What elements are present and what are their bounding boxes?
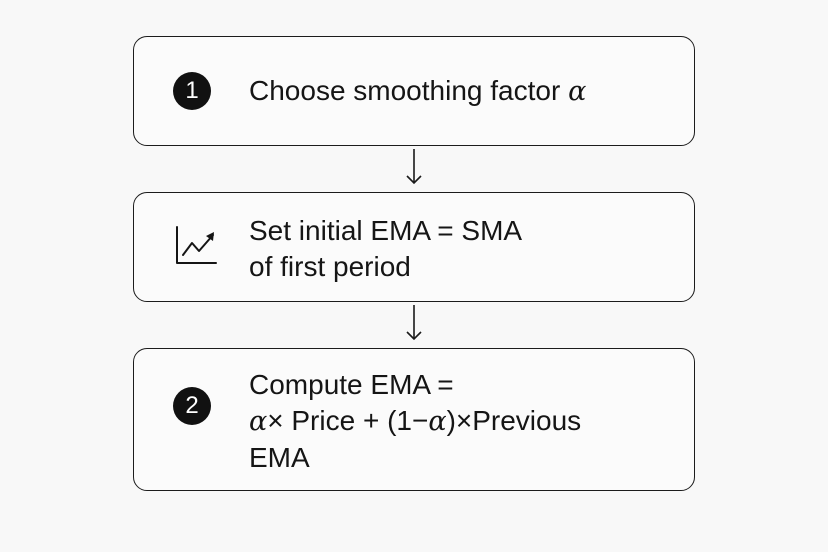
alpha-symbol: α bbox=[568, 76, 587, 107]
alpha-symbol: α bbox=[428, 406, 447, 437]
step-3-text: Compute EMA = α× Price + (1−α)×Previous … bbox=[249, 367, 674, 476]
step-1-label: Choose smoothing factor bbox=[249, 75, 569, 106]
step-3-line-1: Compute EMA = bbox=[249, 369, 454, 400]
step-number-badge: 1 bbox=[173, 72, 211, 110]
step-1-text: Choose smoothing factor α bbox=[249, 73, 674, 110]
step-3-formula: α× Price + (1−α)×Previous bbox=[249, 403, 674, 440]
arrow-down-icon bbox=[406, 305, 422, 341]
step-3-box: 2 Compute EMA = α× Price + (1−α)×Previou… bbox=[133, 348, 695, 491]
alpha-symbol: α bbox=[249, 406, 268, 437]
trending-up-chart-icon bbox=[176, 226, 217, 264]
step-number-badge: 2 bbox=[173, 387, 211, 425]
step-2-text: Set initial EMA = SMA of first period bbox=[249, 213, 674, 285]
step-2-box: Set initial EMA = SMA of first period bbox=[133, 192, 695, 302]
arrow-down-icon bbox=[406, 149, 422, 185]
formula-part-b: )×Previous bbox=[446, 405, 582, 436]
step-3-line-3: EMA bbox=[249, 442, 310, 473]
step-2-line-1: Set initial EMA = SMA bbox=[249, 215, 523, 246]
formula-part-a: × Price + (1− bbox=[267, 405, 429, 436]
step-2-line-2: of first period bbox=[249, 251, 411, 282]
step-1-box: 1 Choose smoothing factor α bbox=[133, 36, 695, 146]
